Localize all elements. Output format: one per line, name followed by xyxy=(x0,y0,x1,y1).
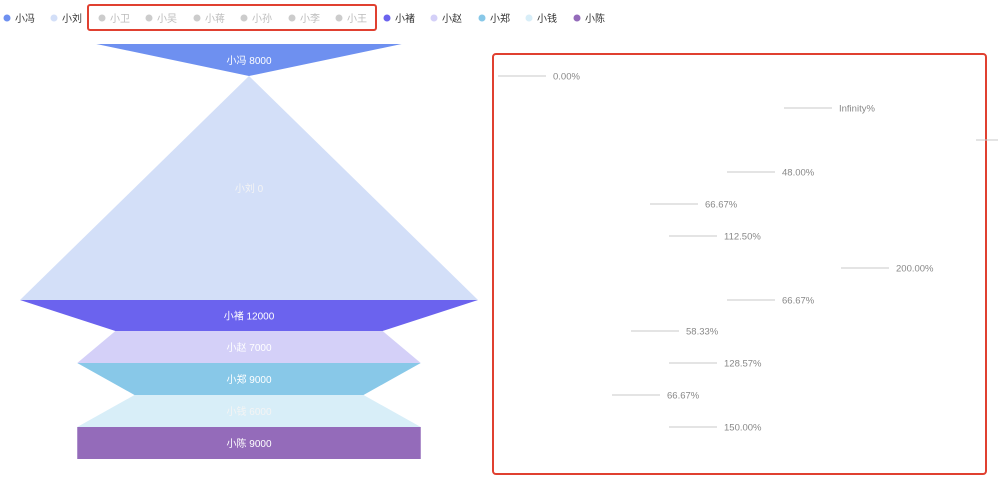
conversion-percent: 0.00% xyxy=(553,72,580,83)
funnel-label-5: 小郑 9000 xyxy=(226,373,271,386)
conversion-label-7: 200.00% xyxy=(841,264,934,275)
legend-label: 小蒋 xyxy=(205,13,225,25)
legend-marker xyxy=(478,14,486,22)
funnel-segment-2[interactable] xyxy=(20,76,478,300)
legend-item-2[interactable]: 小刘 xyxy=(50,13,83,25)
conversion-label-4: 48.00% xyxy=(727,168,815,179)
legend-item-6[interactable]: 小孙 xyxy=(240,12,273,25)
legend-item-8[interactable]: 小王 xyxy=(335,13,368,25)
legend-label: 小吴 xyxy=(157,13,177,25)
conversion-label-12: 150.00% xyxy=(669,423,762,434)
legend-label: 小刘 xyxy=(62,13,82,25)
legend-marker xyxy=(193,14,201,22)
legend-item-10[interactable]: 小赵 xyxy=(430,12,463,25)
funnel-segment-4[interactable] xyxy=(77,331,421,363)
conversion-percent: Infinity% xyxy=(839,104,875,115)
legend-item-11[interactable]: 小郑 xyxy=(478,12,511,25)
funnel-segment-1[interactable] xyxy=(96,44,402,76)
conversion-label-5: 66.67% xyxy=(650,200,738,211)
legend-marker xyxy=(3,14,11,22)
legend-marker xyxy=(383,14,391,22)
conversion-percent: 58.33% xyxy=(686,327,719,338)
funnel-label-7: 小陈 9000 xyxy=(226,437,271,450)
legend-highlight-box xyxy=(87,4,377,31)
legend-label: 小孙 xyxy=(252,12,272,25)
funnel-segment-5[interactable] xyxy=(77,363,421,395)
legend-marker xyxy=(240,14,248,22)
legend-item-5[interactable]: 小蒋 xyxy=(193,13,226,25)
funnel-segment-6[interactable] xyxy=(77,395,421,427)
conversion-percent: 66.67% xyxy=(705,200,738,211)
funnel-segment-3[interactable] xyxy=(20,300,478,331)
legend-marker xyxy=(145,14,153,22)
legend-label: 小王 xyxy=(347,13,367,25)
legend-item-7[interactable]: 小李 xyxy=(288,12,321,25)
legend-marker xyxy=(573,14,581,22)
conversion-label-10: 128.57% xyxy=(669,359,762,370)
conversion-label-11: 66.67% xyxy=(612,391,700,402)
conversion-label-6: 112.50% xyxy=(669,232,761,243)
conversion-percent: 66.67% xyxy=(782,296,815,307)
conversion-label-2: Infinity% xyxy=(784,104,875,115)
legend-marker xyxy=(50,14,58,22)
funnel-label-6: 小钱 6000 xyxy=(226,405,271,418)
funnel-label-3: 小褚 12000 xyxy=(224,310,275,323)
funnel-label-4: 小赵 7000 xyxy=(226,341,271,354)
conversion-label-9: 58.33% xyxy=(631,327,719,338)
conversion-percent: 48.00% xyxy=(782,168,815,179)
legend-label: 小郑 xyxy=(490,12,510,25)
legend-label: 小李 xyxy=(300,12,320,25)
funnel-label-1: 小冯 8000 xyxy=(226,55,271,67)
legend-item-13[interactable]: 小陈 xyxy=(573,12,606,25)
conversion-label-1: 0.00% xyxy=(498,72,580,83)
conversion-percent: 112.50% xyxy=(724,232,761,243)
conversion-percent: 128.57% xyxy=(724,359,762,370)
conversion-percent: 66.67% xyxy=(667,391,700,402)
conversion-percent: 200.00% xyxy=(896,264,934,275)
legend-marker xyxy=(288,14,296,22)
legend-marker xyxy=(98,14,106,22)
funnel-label-2: 小刘 0 xyxy=(235,183,264,195)
legend-marker xyxy=(525,14,533,22)
legend-marker xyxy=(335,14,343,22)
legend-label: 小卫 xyxy=(110,13,130,25)
legend-label: 小冯 xyxy=(15,13,35,25)
legend-item-12[interactable]: 小钱 xyxy=(525,12,558,25)
conversion-panel-highlight xyxy=(492,53,987,475)
conversion-label-8: 66.67% xyxy=(727,296,815,307)
legend-label: 小钱 xyxy=(537,12,557,25)
legend-item-1[interactable]: 小冯 xyxy=(3,13,36,25)
conversion-percent: 150.00% xyxy=(724,423,762,434)
funnel-segment-7[interactable] xyxy=(77,427,421,459)
legend-marker xyxy=(430,14,438,22)
legend-label: 小陈 xyxy=(585,12,605,25)
legend-item-9[interactable]: 小褚 xyxy=(383,12,416,25)
legend-item-3[interactable]: 小卫 xyxy=(98,13,131,25)
legend-item-4[interactable]: 小吴 xyxy=(145,13,178,25)
legend-label: 小褚 xyxy=(395,12,415,25)
legend-label: 小赵 xyxy=(442,12,462,25)
